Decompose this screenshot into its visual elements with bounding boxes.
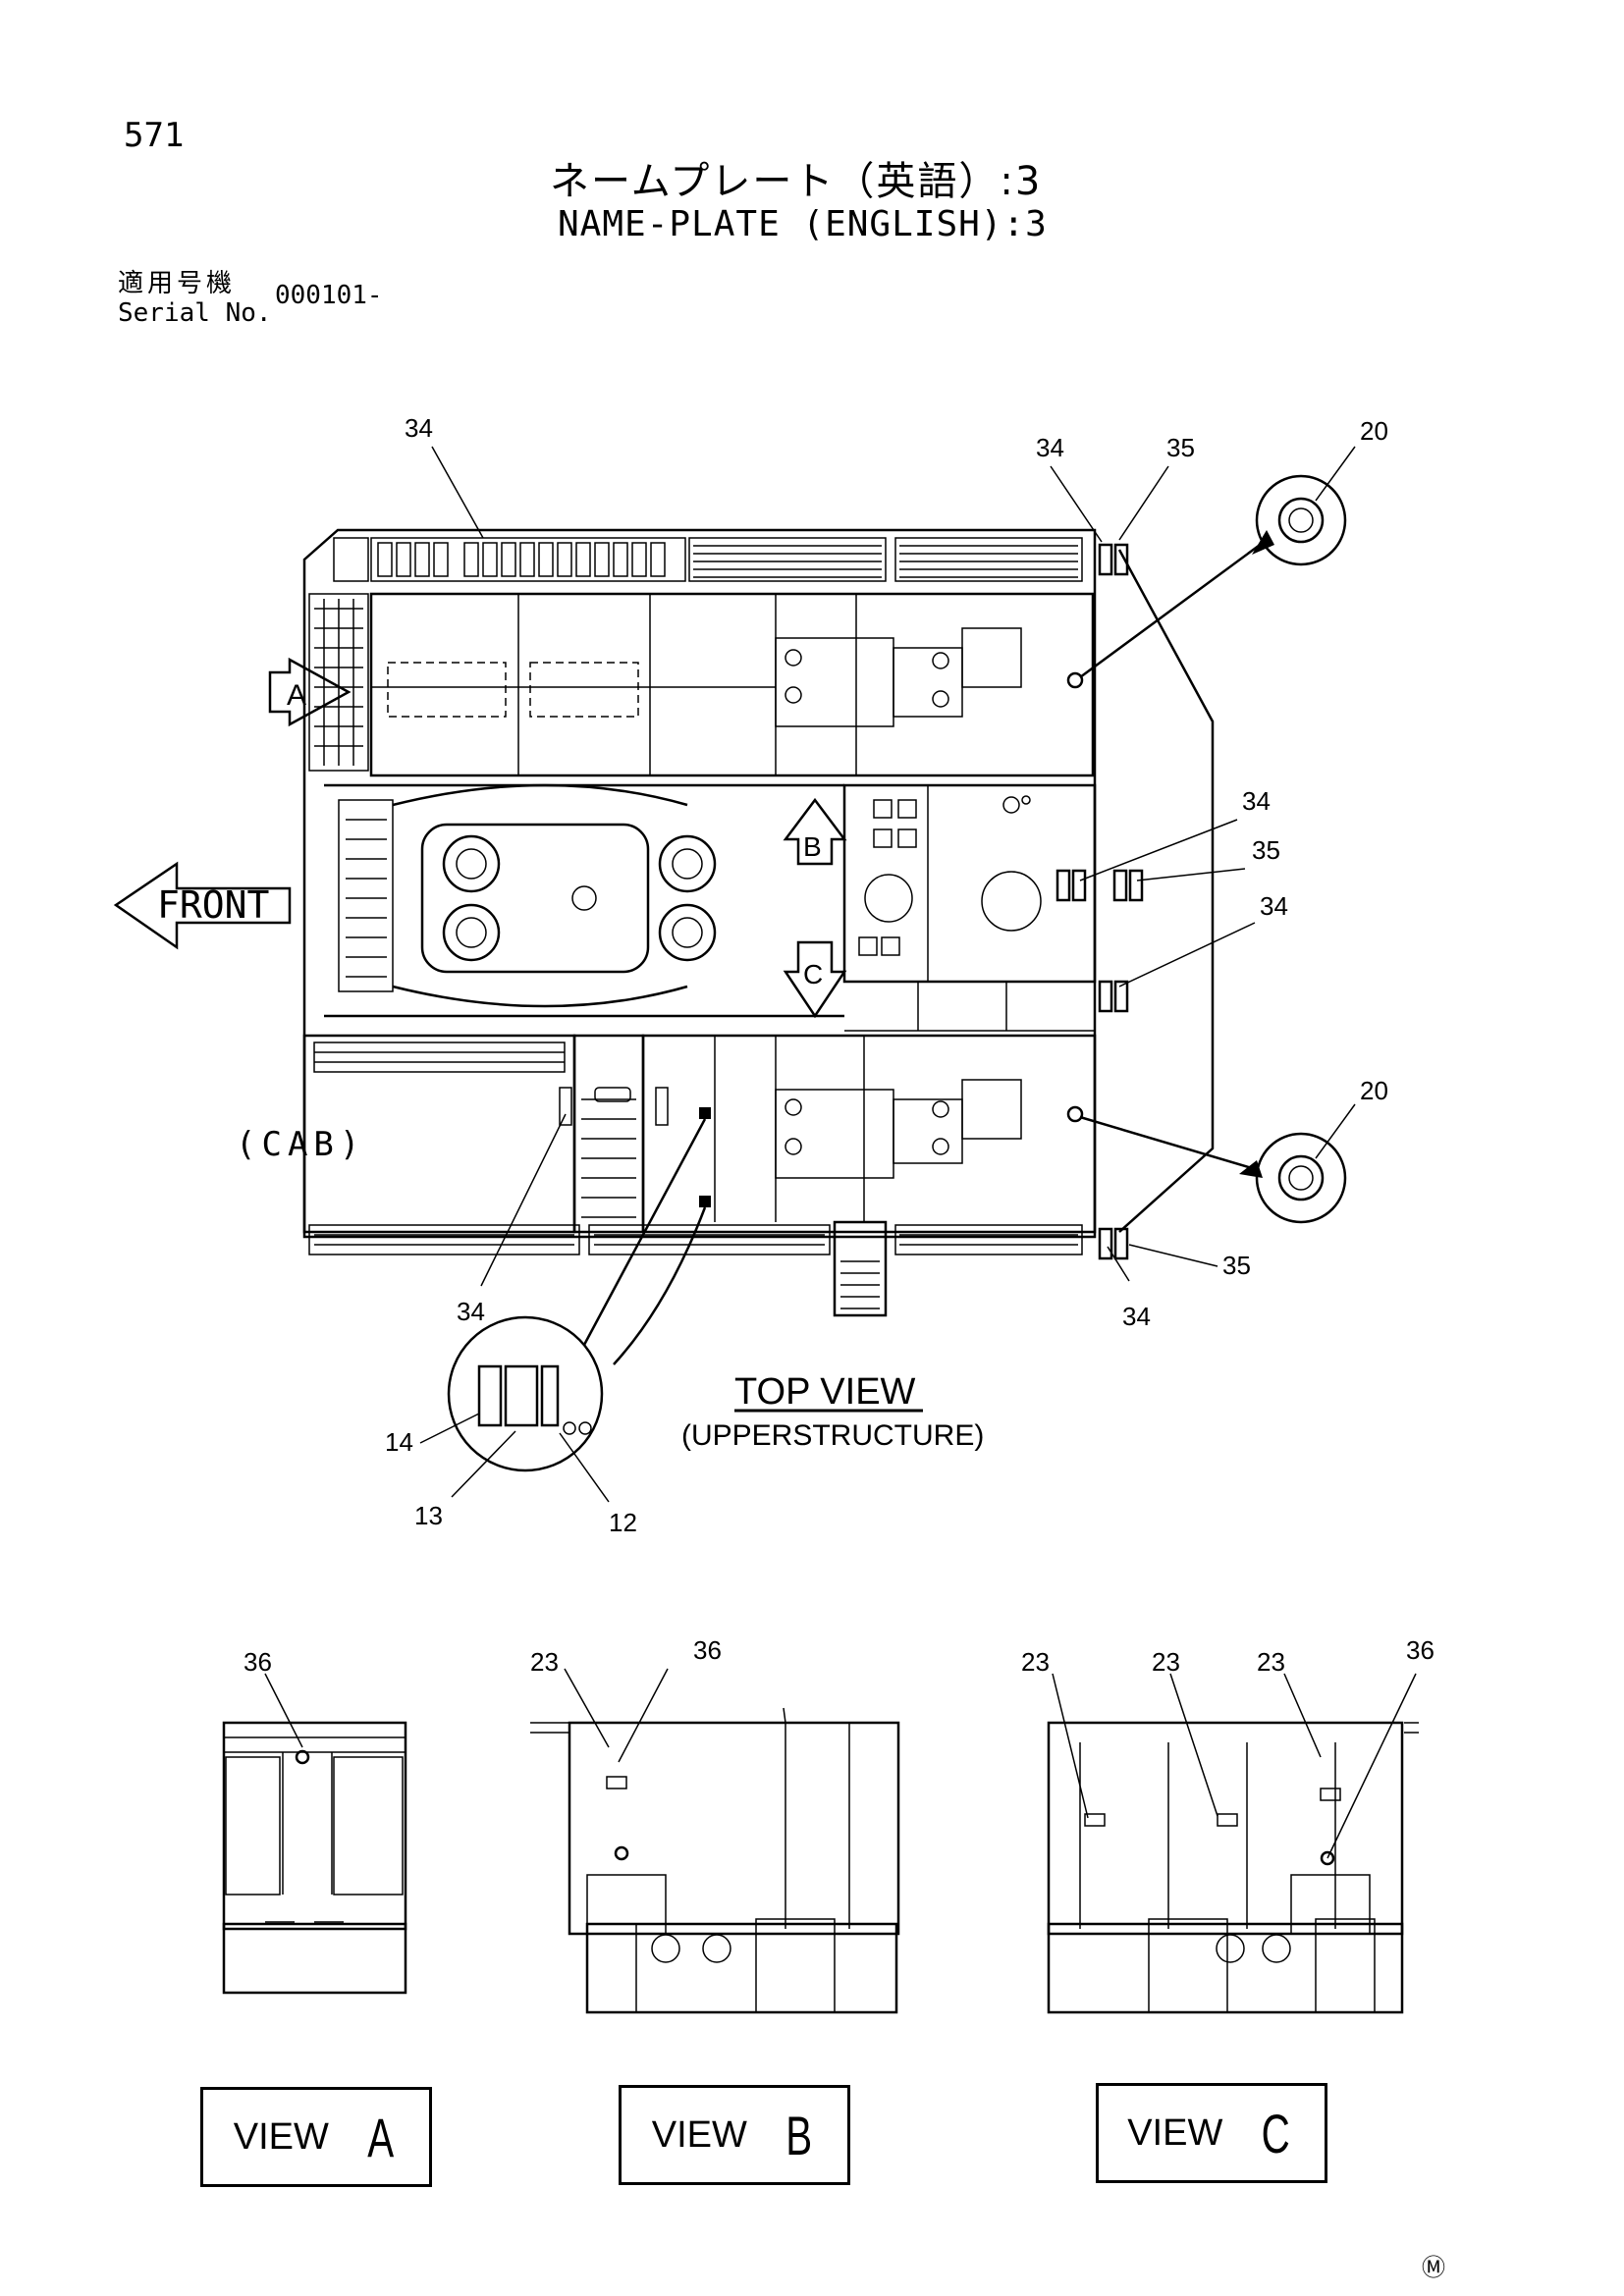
marker-b-label: B [803,831,822,862]
callout-c-23-3: 23 [1257,1647,1285,1677]
callout-12: 12 [609,1508,637,1537]
callout-34-top-left: 34 [405,413,433,443]
view-b-label-box: VIEW B [619,2085,850,2185]
view-a-letter: A [367,2106,395,2168]
serial-label-japanese: 適用号機 [118,269,237,298]
view-c-drawing [1047,1721,1419,2014]
callout-a-36: 36 [244,1647,272,1677]
serial-label-english: Serial No. [118,298,272,328]
callout-c-23-2: 23 [1152,1647,1180,1677]
drum-bottom-right [658,903,717,962]
callout-20-bottom: 20 [1360,1076,1388,1105]
top-view-subtitle: (UPPERSTRUCTURE) [681,1419,984,1452]
detail-20-top [1079,474,1347,679]
view-c-label-box: VIEW C [1096,2083,1327,2183]
title-english: NAME-PLATE (ENGLISH):3 [558,204,1048,244]
upperstructure-outline [302,528,1215,1239]
callout-34-mid-a: 34 [1242,786,1271,816]
callout-13: 13 [414,1501,443,1530]
center-deck [324,783,1097,1032]
view-b-letter: B [785,2104,813,2166]
drum-top-right [658,834,717,893]
view-marker-c: C [783,940,847,1019]
lower-compartment [302,1034,1097,1317]
view-marker-b: B [783,797,847,866]
callout-numbers: 34 34 35 20 34 35 34 20 35 34 34 14 13 1… [385,413,1388,1537]
view-c-letter: C [1261,2102,1291,2164]
callout-35-bottom: 35 [1222,1251,1251,1280]
view-b-drawing [530,1707,900,2014]
marker-c-label: C [803,959,823,989]
view-a-label-box: VIEW A [200,2087,432,2187]
drum-top-left [442,834,501,893]
callout-c-36: 36 [1406,1635,1435,1665]
nameplates-right [1056,543,1144,1260]
view-a-word: VIEW [233,2115,329,2158]
callout-35-mid: 35 [1252,835,1280,865]
callout-35-top-right: 35 [1166,433,1195,462]
upper-compartment [308,592,1095,777]
detail-circle-12-13-14 [447,1118,707,1472]
view-marker-a: A [268,657,352,727]
view-a-drawing [222,1721,407,1995]
callout-20-top: 20 [1360,416,1388,446]
callout-b-36: 36 [693,1635,722,1665]
serial-value: 000101- [275,281,383,310]
view-b-word: VIEW [651,2113,747,2156]
view-c-word: VIEW [1127,2111,1223,2154]
front-arrow: FRONT [113,861,292,950]
callout-34-top-right: 34 [1036,433,1064,462]
callout-34-mid-b: 34 [1260,891,1288,921]
marker-a-label: A [287,679,306,712]
callout-34-bottom-left: 34 [457,1297,485,1326]
leader-lines [264,446,1417,1859]
callout-14: 14 [385,1427,413,1457]
front-label: FRONT [157,883,269,927]
drum-bottom-left [442,903,501,962]
cab-label: (CAB) [236,1125,365,1164]
footer-mark: Ⓜ [1422,2254,1445,2281]
top-grille-strip [333,537,1083,582]
callout-c-23-1: 23 [1021,1647,1050,1677]
top-view-title: TOP VIEW [734,1371,916,1413]
callout-34-bottom-right: 34 [1122,1302,1151,1331]
callout-b-23: 23 [530,1647,559,1677]
title-japanese: ネームプレート（英語）:3 [550,159,1043,204]
detail-20-bottom [1079,1115,1347,1224]
page-number: 571 [124,116,185,155]
